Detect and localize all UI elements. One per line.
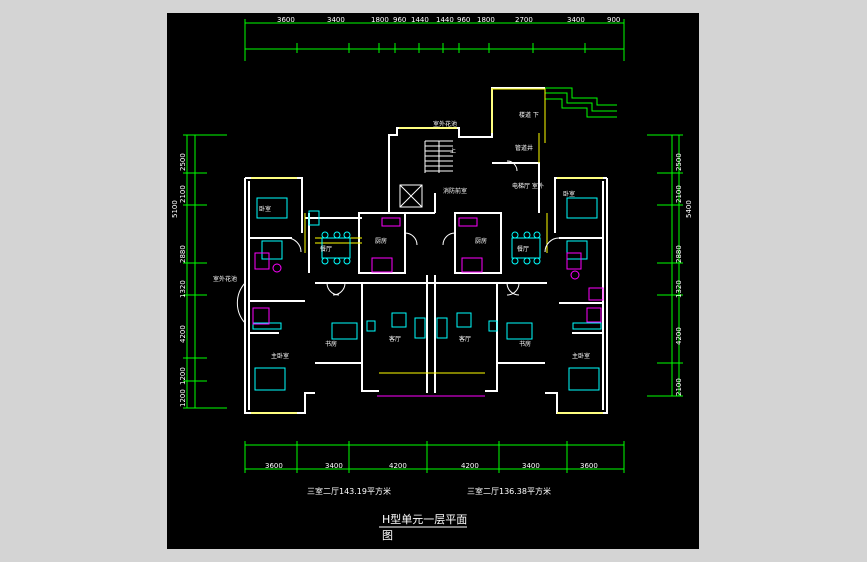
bottom-dim-1: 3600 (265, 462, 283, 470)
left-dim-2: 2100 (179, 185, 187, 203)
left-dim-4: 1320 (179, 280, 187, 298)
top-dim-9: 2700 (515, 16, 533, 24)
label-kitchen-left: 厨房 (375, 237, 387, 245)
exterior-walls (244, 87, 608, 414)
label-living-left: 客厅 (389, 335, 401, 343)
bottom-dim-3: 4200 (389, 462, 407, 470)
left-dim-6: 1200 (179, 367, 187, 385)
right-dim-5: 4200 (675, 327, 683, 345)
left-dim-1: 2500 (179, 153, 187, 171)
area-caption-right: 三室二厅136.38平方米 (467, 486, 551, 496)
label-bedroom-right: 卧室 (563, 190, 575, 198)
label-equip: 管道井 (515, 144, 533, 152)
label-master-right: 主卧室 (572, 352, 590, 360)
top-dimension-line (244, 19, 625, 61)
top-dim-2: 3400 (327, 16, 345, 24)
top-dim-8: 1800 (477, 16, 495, 24)
label-bedroom-left: 卧室 (259, 205, 271, 213)
label-smoke-shaft: 消防前室 (443, 187, 467, 195)
right-dim-3: 2880 (675, 245, 683, 263)
left-dim-3: 2880 (179, 245, 187, 263)
left-dim-5: 4200 (179, 325, 187, 343)
windows (251, 88, 603, 414)
label-living-right: 客厅 (459, 335, 471, 343)
label-study-right: 书房 (519, 340, 531, 348)
label-entrance: 楼道 下 (519, 111, 539, 119)
stairs (424, 140, 453, 173)
label-dining-right: 餐厅 (517, 245, 529, 253)
label-stairs-up: 上 (450, 147, 456, 155)
label-study-left: 书房 (325, 340, 337, 348)
top-dim-11: 900 (607, 16, 620, 24)
top-dim-1: 3600 (277, 16, 295, 24)
drawing-title-line2: 图 (382, 529, 393, 542)
bottom-dim-4: 4200 (461, 462, 479, 470)
label-master-left: 主卧室 (271, 352, 289, 360)
doors (236, 160, 560, 324)
right-dim-2: 2100 (675, 185, 683, 203)
cad-drawing-canvas: 3600 3400 1800 960 1440 1440 960 1800 27… (167, 13, 699, 549)
exterior-steps (545, 87, 617, 118)
stair-railing (492, 88, 546, 143)
right-dim-6: 2100 (675, 378, 683, 396)
bottom-dim-6: 3600 (580, 462, 598, 470)
left-dim-7: 1200 (179, 389, 187, 407)
label-elevator-hall: 电梯厅 室外 (512, 182, 544, 190)
top-dim-4: 960 (393, 16, 406, 24)
floor-plan: 3600 3400 1800 960 1440 1440 960 1800 27… (171, 16, 693, 542)
top-dim-6: 1440 (436, 16, 454, 24)
bottom-dim-2: 3400 (325, 462, 343, 470)
label-garden-top: 室外花池 (433, 120, 457, 128)
label-kitchen-right: 厨房 (475, 237, 487, 245)
left-dimension-line (186, 134, 227, 409)
right-dim-total: 5400 (685, 200, 693, 218)
right-dim-1: 2500 (675, 153, 683, 171)
dimension-ticks (183, 43, 683, 473)
left-dim-total: 5100 (171, 200, 179, 218)
right-dim-4: 1320 (675, 280, 683, 298)
right-dimension-line (647, 134, 680, 397)
area-caption-left: 三室二厅143.19平方米 (307, 486, 391, 496)
furniture (252, 197, 602, 391)
top-dim-10: 3400 (567, 16, 585, 24)
top-dim-7: 960 (457, 16, 470, 24)
fixtures (252, 217, 604, 397)
bottom-dim-5: 3400 (522, 462, 540, 470)
top-dim-5: 1440 (411, 16, 429, 24)
label-garden-left: 室外花池 (213, 275, 237, 283)
top-dim-3: 1800 (371, 16, 389, 24)
drawing-title: H型单元一层平面 (382, 512, 467, 526)
label-dining-left: 餐厅 (320, 245, 332, 253)
elevator-shaft (399, 184, 423, 208)
